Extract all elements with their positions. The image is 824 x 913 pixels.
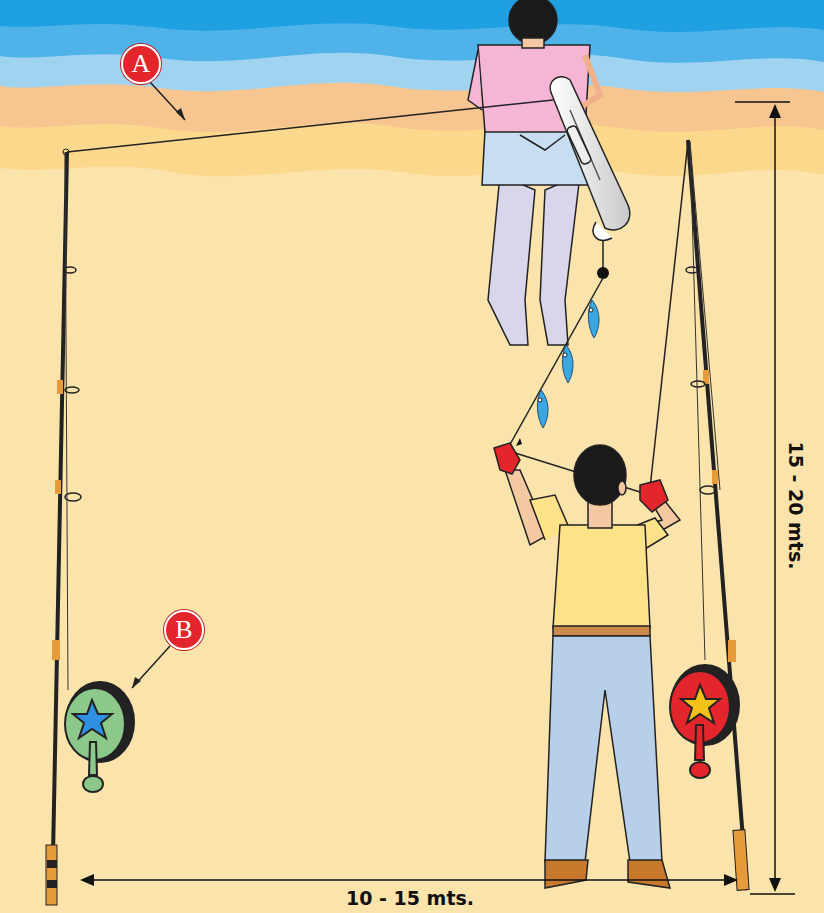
sea-shallow (0, 0, 824, 92)
callout-circle: A (121, 44, 161, 84)
callout-circle: B (164, 610, 204, 650)
red-reel (670, 665, 739, 778)
wading-fisher (468, 0, 600, 345)
dimension-lines (80, 102, 795, 894)
sand-band (0, 0, 824, 132)
leader-arrowhead (176, 108, 185, 120)
callout-letter: B (175, 617, 192, 643)
sea-deep (0, 0, 824, 32)
green-reel (65, 682, 134, 792)
right-rod (512, 140, 749, 890)
leader-arrowhead (132, 677, 141, 688)
left-rod (46, 149, 81, 905)
main-line (67, 100, 553, 152)
fishing-rig (508, 240, 609, 448)
float-buoy (550, 77, 630, 240)
callout-letter: A (132, 51, 151, 77)
leader-line (132, 646, 170, 688)
dimension-label: 15 - 20 mts. (786, 438, 807, 572)
standing-fisher (494, 443, 680, 888)
wet-sand-band (0, 0, 824, 176)
dimension-label: 10 - 15 mts. (343, 888, 477, 909)
leader-line (150, 82, 185, 120)
